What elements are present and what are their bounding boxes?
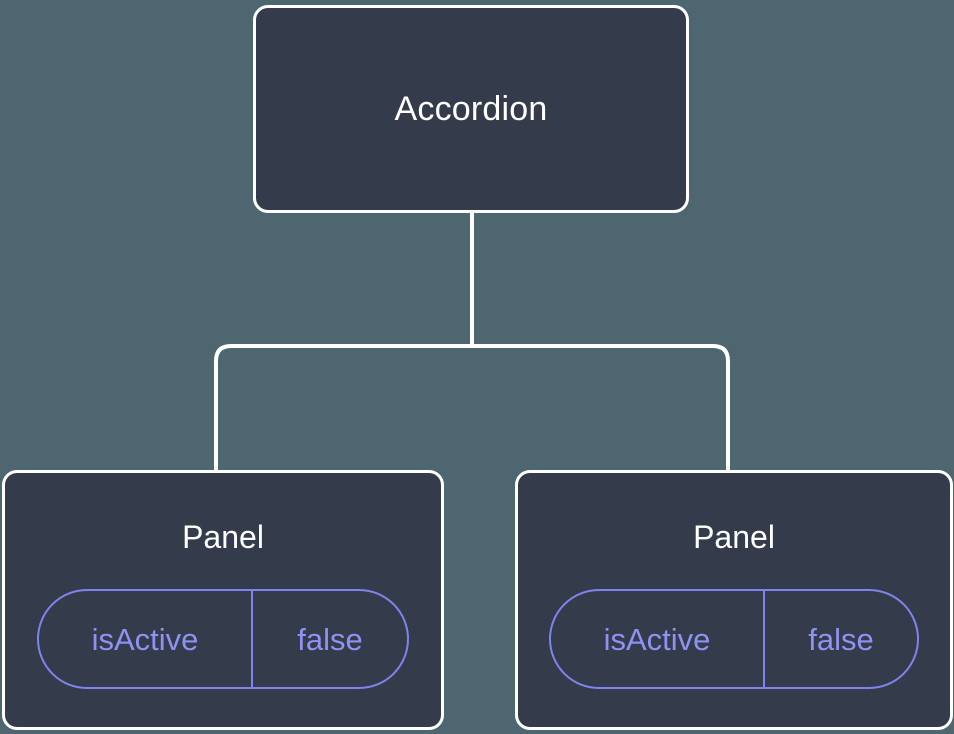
state-pill-left[interactable]: isActive false bbox=[37, 589, 409, 689]
node-panel-right[interactable]: Panel isActive false bbox=[515, 470, 953, 730]
state-pill-right-value: false bbox=[808, 621, 874, 657]
node-accordion[interactable]: Accordion bbox=[253, 5, 689, 213]
edge-branch-right bbox=[472, 344, 730, 472]
node-panel-right-label: Panel bbox=[693, 519, 775, 555]
edge-branch-left bbox=[214, 344, 472, 472]
node-accordion-label: Accordion bbox=[394, 90, 548, 128]
state-pill-right-key: isActive bbox=[551, 591, 765, 687]
state-pill-left-key: isActive bbox=[39, 591, 253, 687]
state-pill-left-value: false bbox=[297, 621, 363, 657]
state-pill-right[interactable]: isActive false bbox=[549, 589, 919, 689]
node-panel-left[interactable]: Panel isActive false bbox=[2, 470, 444, 730]
node-panel-left-label: Panel bbox=[182, 519, 264, 555]
